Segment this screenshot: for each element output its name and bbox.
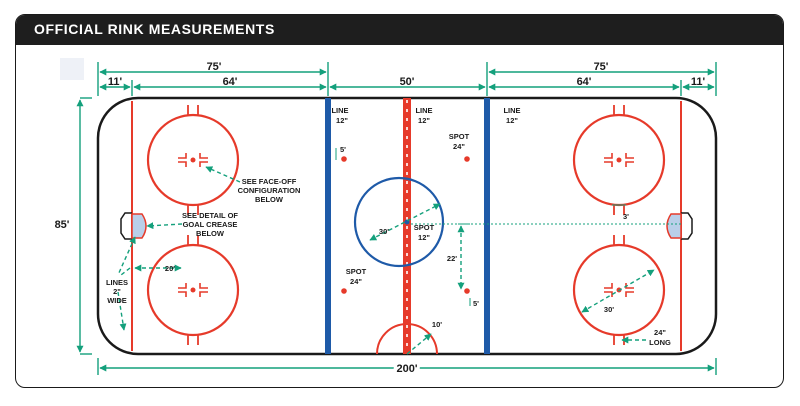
dim-64-right: 64' xyxy=(577,76,592,88)
note-faceoff-1: SEE FACE-OFF xyxy=(242,177,297,186)
svg-text:BELOW: BELOW xyxy=(255,195,284,204)
placeholder-box xyxy=(60,58,84,80)
note-faceoff-3: BELOW xyxy=(255,195,284,204)
measure-5-right: 5' xyxy=(473,299,479,308)
svg-text:SEE DETAIL OF: SEE DETAIL OF xyxy=(182,211,238,220)
note-lines-2: 2" xyxy=(113,287,121,296)
note-faceoff-2: CONFIGURATION xyxy=(238,186,301,195)
label-line-red: LINE xyxy=(415,106,432,115)
svg-text:LINES: LINES xyxy=(106,278,128,287)
label-line-blue-right: LINE xyxy=(503,106,520,115)
annotation-arrows xyxy=(117,166,655,355)
measure-30-center: 30' xyxy=(379,227,389,236)
dimension-lines xyxy=(76,62,717,375)
svg-text:24": 24" xyxy=(654,328,666,337)
measure-hash-24: 24" xyxy=(654,328,666,337)
hash-marks xyxy=(187,105,625,345)
note-lines-1: LINES xyxy=(106,278,128,287)
faceoff-circle-left-bottom xyxy=(146,243,240,337)
measure-22: 22' xyxy=(447,254,457,263)
measure-hash-long: LONG xyxy=(649,338,671,347)
faceoff-circle-right-bottom xyxy=(572,243,666,337)
label-spot-top: SPOT xyxy=(449,132,470,141)
label-line-red-size: 12" xyxy=(418,116,430,125)
svg-text:LINE: LINE xyxy=(415,106,432,115)
label-spot-center: SPOT xyxy=(414,223,435,232)
label-spot-center-size: 12" xyxy=(418,233,430,242)
measure-20: 20' xyxy=(165,264,175,273)
svg-text:BELOW: BELOW xyxy=(196,229,225,238)
dim-75-left: 75' xyxy=(207,61,222,73)
neutral-spots xyxy=(341,156,470,294)
note-crease-1: SEE DETAIL OF xyxy=(182,211,238,220)
blue-line-right xyxy=(484,98,490,354)
svg-text:CONFIGURATION: CONFIGURATION xyxy=(238,186,301,195)
dim-85: 85' xyxy=(55,219,70,231)
svg-text:12": 12" xyxy=(418,116,430,125)
svg-text:12": 12" xyxy=(506,116,518,125)
svg-text:2": 2" xyxy=(113,287,121,296)
dim-200: 200' xyxy=(397,363,418,375)
note-crease-3: BELOW xyxy=(196,229,225,238)
measure-3: 3' xyxy=(623,212,629,221)
dim-11-left: 11' xyxy=(108,76,123,88)
label-line-blue-left: LINE xyxy=(331,106,348,115)
measure-30-right: 30' xyxy=(604,305,614,314)
svg-text:24": 24" xyxy=(453,142,465,151)
page-title: OFFICIAL RINK MEASUREMENTS xyxy=(34,21,275,37)
label-line-blue-left-size: 12" xyxy=(336,116,348,125)
dim-11-right: 11' xyxy=(691,76,706,88)
label-spot-bottom: SPOT xyxy=(346,267,367,276)
dim-75-right: 75' xyxy=(594,61,609,73)
svg-text:GOAL CREASE: GOAL CREASE xyxy=(183,220,238,229)
svg-text:LONG: LONG xyxy=(649,338,671,347)
note-crease-2: GOAL CREASE xyxy=(183,220,238,229)
svg-text:SPOT: SPOT xyxy=(449,132,470,141)
svg-text:LINE: LINE xyxy=(331,106,348,115)
svg-text:SEE FACE-OFF: SEE FACE-OFF xyxy=(242,177,297,186)
faceoff-circle-left-top xyxy=(146,113,240,207)
label-line-blue-right-size: 12" xyxy=(506,116,518,125)
label-spot-bottom-size: 24" xyxy=(350,277,362,286)
center-circle xyxy=(353,176,445,268)
label-spot-top-size: 24" xyxy=(453,142,465,151)
svg-text:SPOT: SPOT xyxy=(414,223,435,232)
header-bar: OFFICIAL RINK MEASUREMENTS xyxy=(16,15,783,45)
dim-50: 50' xyxy=(400,76,415,88)
note-lines-3: WIDE xyxy=(107,296,127,305)
svg-text:24": 24" xyxy=(350,277,362,286)
goal-crease-right xyxy=(666,212,693,240)
measure-10: 10' xyxy=(432,320,442,329)
goal-crease-left xyxy=(120,212,147,240)
reference-lines xyxy=(335,148,681,306)
svg-text:LINE: LINE xyxy=(503,106,520,115)
svg-text:SPOT: SPOT xyxy=(346,267,367,276)
svg-text:WIDE: WIDE xyxy=(107,296,127,305)
measure-5-top: 5' xyxy=(340,145,346,154)
blue-line-left xyxy=(325,98,331,354)
dim-64-left: 64' xyxy=(223,76,238,88)
referee-crease xyxy=(376,323,438,355)
svg-text:12": 12" xyxy=(418,233,430,242)
svg-text:12": 12" xyxy=(336,116,348,125)
